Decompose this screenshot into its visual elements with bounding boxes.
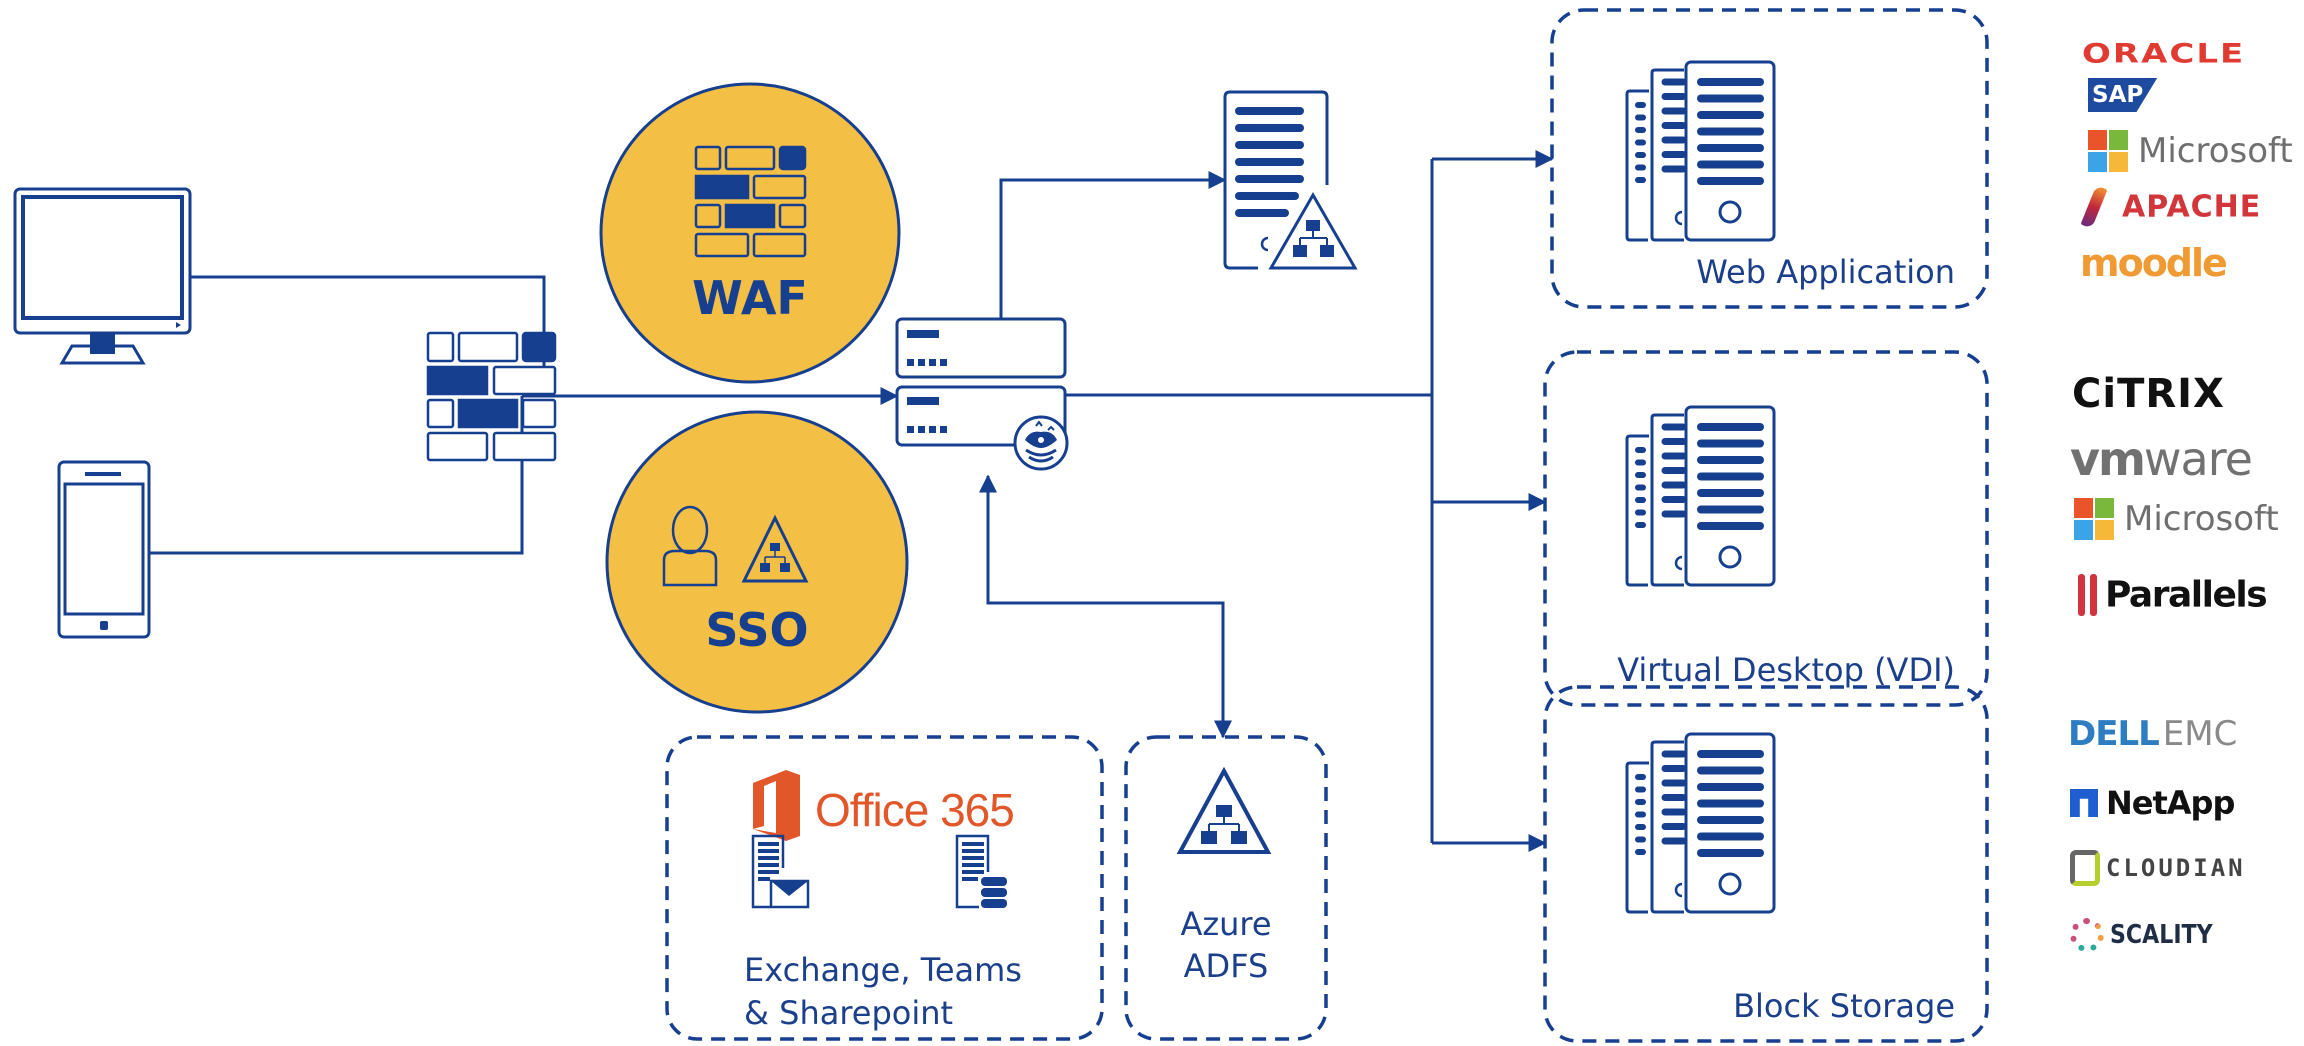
mail-server-icon: [751, 834, 810, 909]
target-dashed-box: [1543, 685, 1989, 1043]
netapp-logo: NetApp: [2070, 784, 2235, 822]
target-box-2: Block Storage: [1543, 685, 1989, 1043]
sap-logo: SAP: [2088, 78, 2158, 112]
sso-circle: [605, 410, 909, 714]
office365-logo-icon: [753, 770, 800, 841]
load-balancer-appliance-icon: [895, 317, 1069, 471]
server-stack-icon: [1625, 405, 1776, 587]
waf-feature: WAF: [599, 82, 901, 384]
office365-group: Office 365 Exchange, Teams & Sharepoint: [665, 735, 1104, 1041]
oracle-logo: ORACLE: [2082, 38, 2246, 70]
server-directory-icon: [1223, 90, 1358, 270]
moodle-logo: moodle: [2080, 241, 2228, 285]
waf-label: WAF: [692, 271, 808, 325]
waf-firewall-icon: [694, 145, 807, 258]
monitor-icon: [13, 187, 192, 365]
vmware-logo: vmware: [2070, 432, 2253, 486]
cloudian-hex-icon: [2070, 850, 2100, 886]
directory-triangle-icon: [1176, 766, 1272, 854]
microsoft-windows-icon: [2074, 498, 2114, 540]
firewall-icon: [426, 331, 557, 462]
azure-label-line2: ADFS: [1184, 947, 1269, 985]
scality-logo: SCALITY: [2070, 918, 2231, 952]
target-label: Block Storage: [1733, 987, 1955, 1025]
target-box-1: Virtual Desktop (VDI): [1543, 350, 1989, 707]
office365-logo-text: Office 365: [815, 784, 1014, 836]
apache-logo: APACHE: [2080, 185, 2261, 229]
directory-triangle-icon: [741, 514, 809, 583]
microsoft-logo: Microsoft: [2088, 130, 2293, 172]
parallels-bars-icon: [2078, 574, 2085, 616]
microsoft-logo: Microsoft: [2074, 498, 2279, 540]
smartphone-icon: [57, 460, 151, 639]
adc-azure-bidirectional-arrow: [979, 474, 1232, 739]
azure-dashed-box: [1124, 735, 1328, 1041]
adc-to-directory-arrow: [999, 171, 1227, 318]
target-box-0: Web Application: [1550, 8, 1989, 309]
parallels-bars-icon: [2090, 574, 2097, 616]
sso-label: SSO: [705, 603, 808, 657]
parallels-logo: Parallels: [2078, 574, 2268, 616]
user-icon: [662, 505, 718, 587]
target-label: Virtual Desktop (VDI): [1617, 651, 1955, 689]
sso-feature: SSO: [605, 410, 909, 714]
target-dashed-box: [1543, 350, 1989, 707]
server-stack-icon: [1625, 60, 1776, 242]
database-server-icon: [955, 834, 1007, 909]
cloud-layers-badge-icon: [1013, 415, 1069, 471]
citrix-logo: CiTRIX: [2072, 371, 2225, 417]
office365-dashed-box: [665, 735, 1104, 1041]
server-stack-icon: [1625, 732, 1776, 914]
target-dashed-box: [1550, 8, 1989, 309]
cloudian-logo: CLOUDIAN: [2070, 850, 2246, 886]
office365-services-line1: Exchange, Teams: [744, 951, 1022, 989]
scality-gear-icon: [2070, 918, 2104, 952]
azure-adfs-group: Azure ADFS: [1124, 735, 1328, 1041]
netapp-square-icon: [2070, 789, 2098, 817]
azure-label-line1: Azure: [1180, 905, 1271, 943]
office365-services-line2: & Sharepoint: [744, 994, 953, 1032]
microsoft-windows-icon: [2088, 130, 2128, 172]
target-label: Web Application: [1696, 253, 1955, 291]
waf-circle: [599, 82, 901, 384]
